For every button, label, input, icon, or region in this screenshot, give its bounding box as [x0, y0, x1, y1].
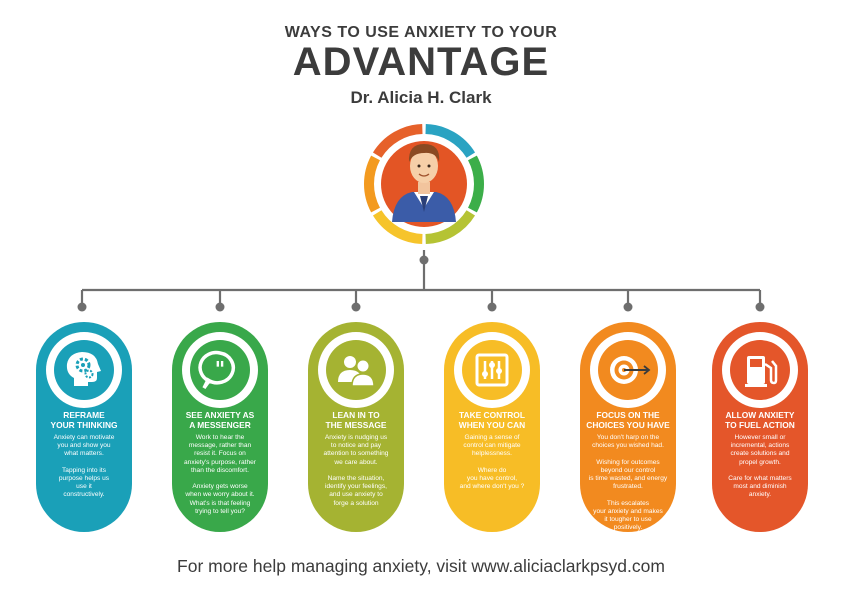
footer-text: For more help managing anxiety, visit ww… — [177, 556, 665, 576]
card-title: FOCUS ON THE CHOICES YOU HAVE — [586, 410, 670, 430]
card-take-control: TAKE CONTROL WHEN YOU CAN Gaining a sens… — [444, 322, 540, 532]
header-author: Dr. Alicia H. Clark — [350, 88, 492, 107]
ring-segment — [372, 210, 423, 244]
header-kicker: WAYS TO USE ANXIETY TO YOUR — [284, 24, 558, 41]
svg-text:": " — [215, 357, 225, 381]
ring-segment — [425, 124, 476, 158]
speech-bubble-icon: " — [198, 350, 236, 390]
card-body: Anxiety can motivate you and show you wh… — [53, 434, 115, 499]
avatar-ring — [364, 124, 484, 244]
card-body: Work to hear the message, rather than re… — [184, 434, 256, 515]
card-title: ALLOW ANXIETY TO FUEL ACTION — [725, 410, 795, 430]
fuel-pump-icon — [745, 356, 778, 387]
card-lean-in: LEAN IN TO THE MESSAGE Anxiety is nudgin… — [308, 322, 404, 532]
card-focus-choices: FOCUS ON THE CHOICES YOU HAVE You don't … — [580, 322, 676, 532]
connector-dots — [77, 255, 765, 312]
card-title: SEE ANXIETY AS A MESSENGER — [185, 410, 255, 430]
card-body: You don't harp on the choices you wished… — [588, 434, 668, 532]
header-title: ADVANTAGE — [292, 40, 550, 84]
ring-segment — [364, 155, 381, 213]
card-reframe-thinking: REFRAME YOUR THINKING Anxiety can motiva… — [36, 322, 132, 532]
card-body: Anxiety is nudging us to notice and pay … — [323, 434, 389, 507]
head-gears-icon — [66, 352, 101, 386]
card-body: Gaining a sense of control can mitigate … — [459, 434, 525, 491]
card-fuel-action: ALLOW ANXIETY TO FUEL ACTION However sma… — [712, 322, 808, 532]
ring-segment — [425, 210, 476, 244]
ring-segment — [372, 124, 423, 158]
avatar-icon — [381, 141, 467, 227]
target-arrow-icon — [610, 356, 651, 384]
card-see-anxiety-messenger: " SEE ANXIETY AS A MESSENGER Work to hea… — [172, 322, 268, 532]
card-title: TAKE CONTROL WHEN YOU CAN — [458, 410, 526, 430]
people-icon — [338, 356, 375, 387]
card-body: However small or incremental, actions cr… — [728, 434, 792, 499]
card-title: REFRAME YOUR THINKING — [50, 410, 118, 430]
circuit-control-icon — [475, 353, 509, 387]
ring-segment — [467, 155, 484, 213]
card-title: LEAN IN TO THE MESSAGE — [325, 410, 387, 430]
